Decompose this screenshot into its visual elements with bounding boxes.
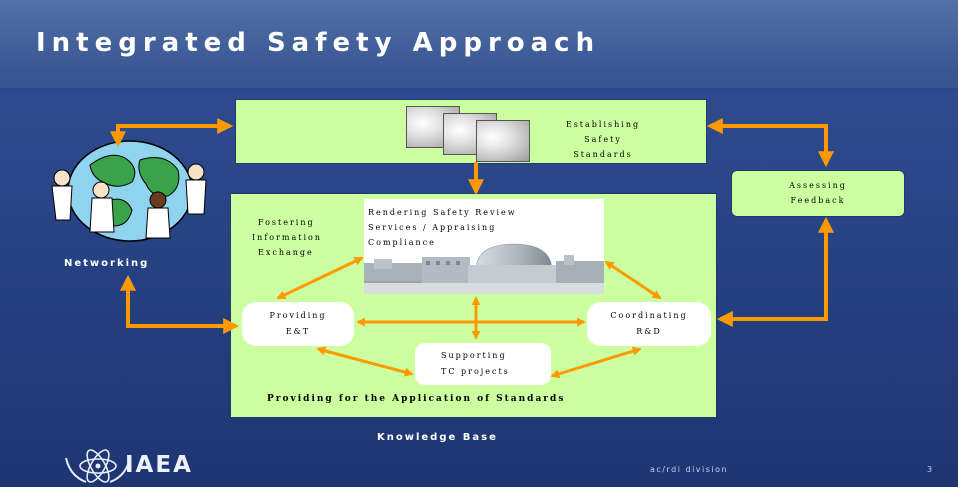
fostering-line-3: Exchange [258, 248, 314, 257]
establishing-line-2: Safety Standards [573, 135, 633, 159]
application-label: Providing for the Application of Standar… [267, 394, 566, 404]
document-image [476, 120, 530, 162]
providing-line-2: E&T [285, 327, 311, 336]
networking-label: Networking [64, 258, 150, 269]
rendering-box: Rendering Safety Review Services / Appra… [364, 199, 604, 294]
arrow-globe-establishing [110, 118, 234, 148]
assessing-box: Assessing Feedback [731, 170, 905, 217]
slide-title: Integrated Safety Approach [36, 28, 601, 58]
nuclear-plant-image [364, 243, 604, 294]
rendering-line-2: Services / Appraising [368, 223, 497, 232]
supporting-box: Supporting TC projects [415, 343, 551, 385]
arrow-assessing-coordinating [716, 216, 834, 327]
coordinating-line-1: Coordinating [610, 311, 688, 320]
fostering-line-2: Information [252, 233, 323, 242]
title-band: Integrated Safety Approach [0, 0, 958, 89]
footer-division: ac/rdi division [650, 465, 729, 474]
iaea-logo-text: IAEA [125, 452, 193, 478]
providing-line-1: Providing [269, 311, 327, 320]
supporting-line-2: TC projects [441, 367, 510, 376]
knowledge-base-label: Knowledge Base [377, 432, 498, 443]
establishing-box: Establishing Safety Standards [235, 99, 707, 164]
page-number: 3 [927, 465, 933, 474]
rendering-line-3: Compliance [368, 238, 436, 247]
arrow-networking-providing [120, 274, 240, 334]
coordinating-line-2: R&D [636, 327, 662, 336]
establishing-line-1: Establishing [565, 120, 641, 129]
providing-box: Providing E&T [242, 302, 354, 346]
fostering-line-1: Fostering [258, 218, 315, 227]
rendering-line-1: Rendering Safety Review [368, 208, 517, 217]
arrow-establishing-assessing [706, 118, 834, 168]
coordinating-box: Coordinating R&D [587, 302, 711, 346]
assessing-line-2: Feedback [790, 196, 846, 205]
main-panel: Fostering Information Exchange Rendering… [230, 193, 717, 418]
supporting-line-1: Supporting [441, 351, 507, 360]
assessing-line-1: Assessing [789, 181, 847, 190]
